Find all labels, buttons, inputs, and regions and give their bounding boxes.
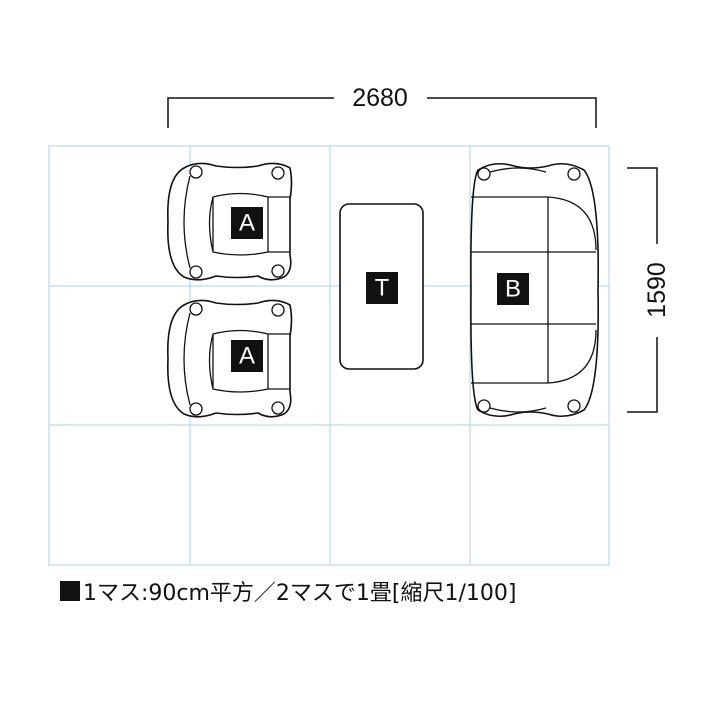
armchair-a-bottom: A	[167, 299, 293, 418]
armchair-foot	[189, 302, 203, 316]
width-dimension-label: 2680	[352, 84, 408, 112]
armchair-seat-outline	[183, 175, 290, 269]
armchair-badge	[231, 207, 263, 239]
table-badge	[366, 272, 398, 304]
sofa-b: B	[470, 162, 600, 418]
width-dimension: 2680	[167, 84, 597, 128]
depth-dimension-line	[627, 167, 658, 413]
armchair-foot	[189, 165, 203, 179]
armchair-foot	[271, 401, 285, 415]
armchair-foot	[271, 264, 285, 278]
armchair-foot	[189, 402, 203, 416]
table-label: T	[375, 275, 390, 302]
armchair-foot	[271, 303, 285, 317]
sofa-foot	[477, 167, 491, 181]
scale-legend: 1マス:90cm平方／2マスで1畳[縮尺1/100]	[60, 574, 517, 608]
grid-border	[48, 145, 610, 566]
armchair-label: A	[239, 343, 255, 370]
sofa-foot	[567, 167, 581, 181]
armchair-label: A	[239, 210, 255, 237]
armchair-foot	[189, 265, 203, 279]
coffee-table-t: T	[339, 203, 424, 370]
armchair-outline	[167, 162, 293, 281]
depth-dimension-label: 1590	[643, 262, 671, 318]
width-dimension-line	[167, 97, 597, 128]
sofa-foot	[477, 399, 491, 413]
sofa-cushion-outline	[471, 167, 597, 413]
armchair-foot	[271, 166, 285, 180]
depth-dimension: 1590	[627, 167, 671, 413]
armchair-seat-outline	[183, 312, 290, 406]
armchair-outline	[167, 299, 293, 418]
legend-square-icon	[60, 581, 80, 601]
sofa-foot	[567, 399, 581, 413]
legend-text: 1マス:90cm平方／2マスで1畳[縮尺1/100]	[83, 581, 517, 606]
sofa-badge	[497, 273, 529, 305]
armchair-badge	[231, 340, 263, 372]
sofa-outline	[470, 162, 600, 418]
armchair-a-top: A	[167, 162, 293, 281]
sofa-label: B	[505, 276, 521, 303]
